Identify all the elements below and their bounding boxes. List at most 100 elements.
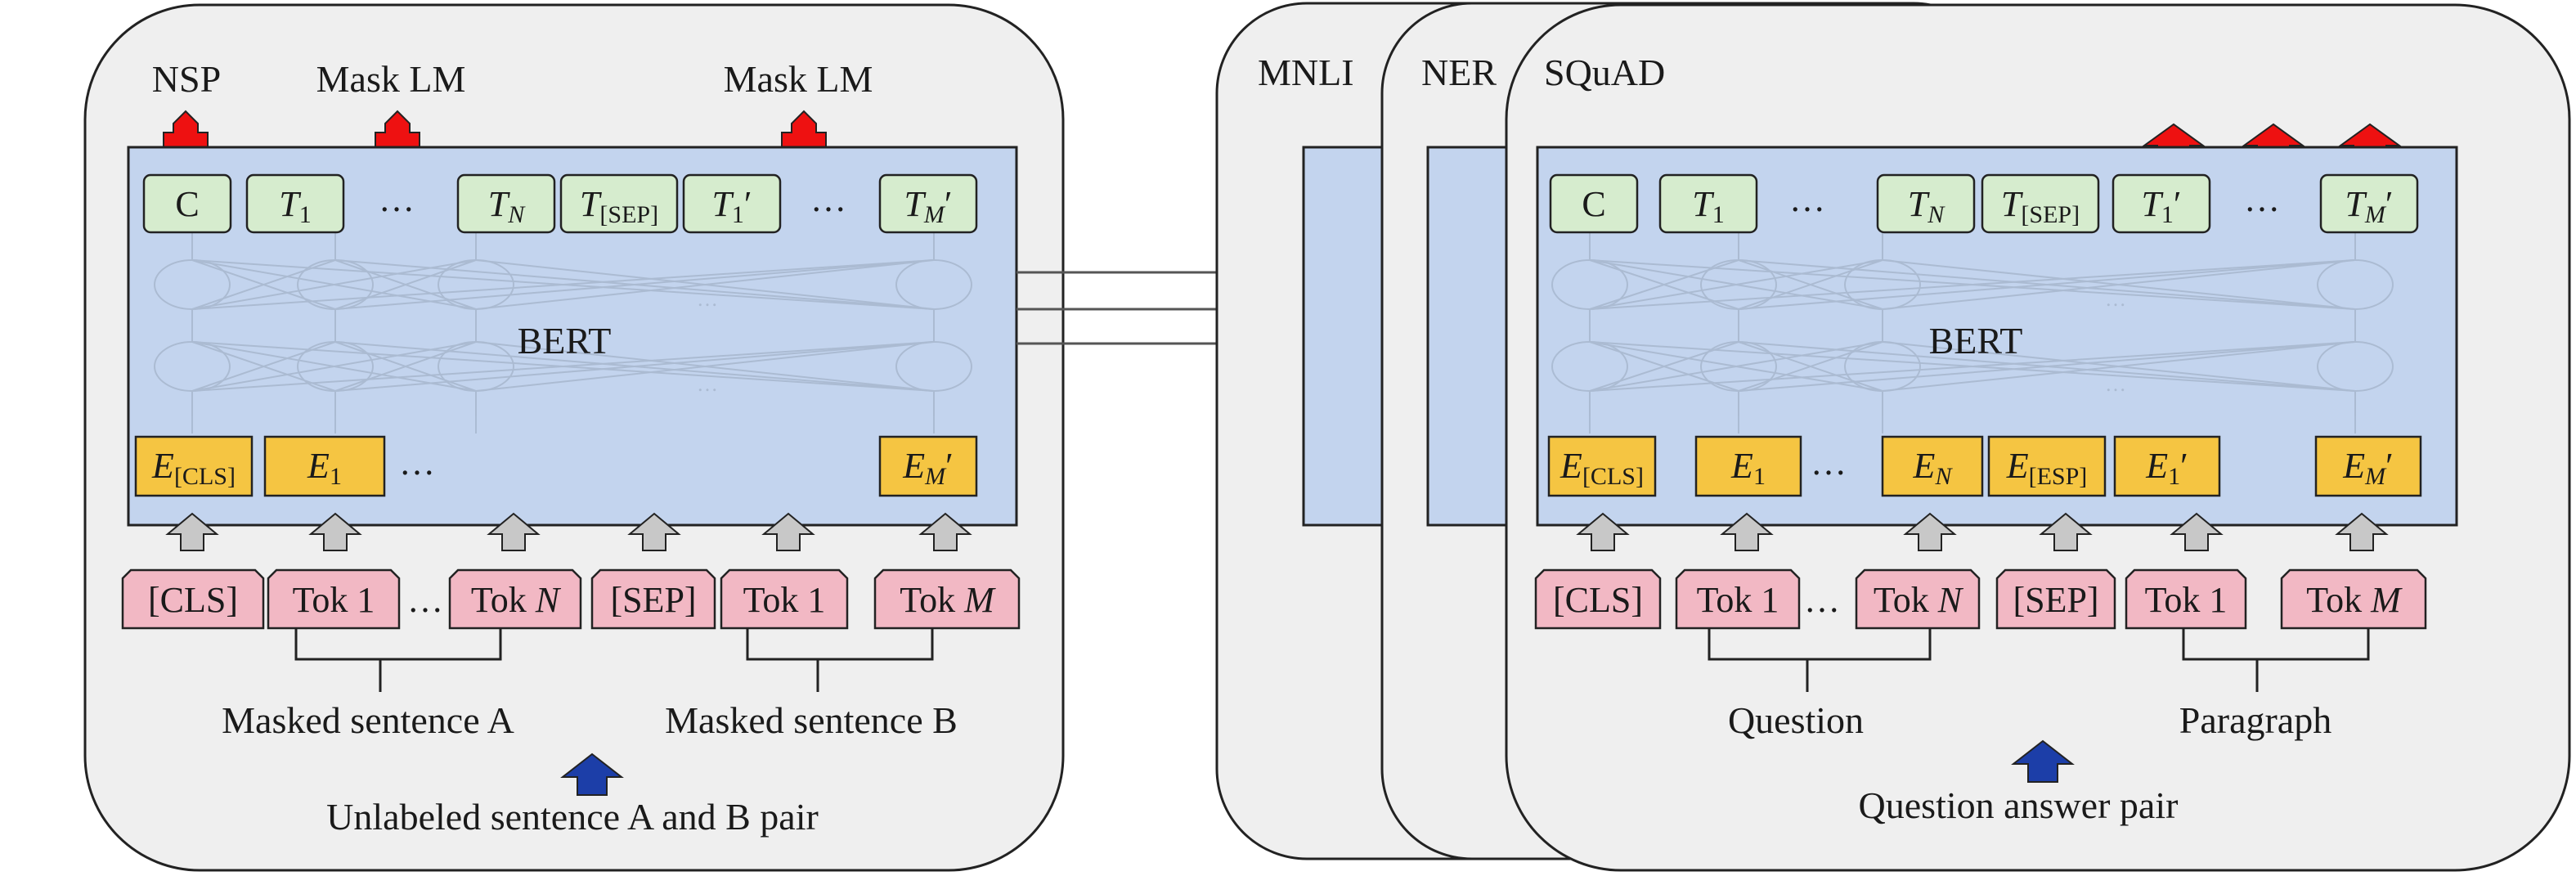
ft-embedding-em-prime-box — [2314, 435, 2422, 497]
token-tokm-box — [873, 568, 1021, 630]
embedding-e1-label: E1 — [307, 446, 342, 490]
finetuning-gray-arrows — [1576, 512, 2389, 551]
output-ellipsis-2: … — [810, 179, 846, 219]
token-tok1-b-box — [720, 568, 849, 630]
ft-output-tn-box — [1876, 173, 1976, 234]
output-t1-prime-label: T1′ — [711, 184, 752, 228]
ft-output-t1-label: T1 — [1692, 184, 1724, 228]
ft-embedding-esp-box — [1987, 435, 2107, 497]
ft-output-t1-prime-label: T1′ — [2141, 184, 2181, 228]
ft-embedding-em-prime-label: EM′ — [2342, 446, 2394, 490]
embedding-cls-label: E[CLS] — [151, 446, 236, 490]
gray-arrow — [165, 512, 219, 551]
ft-token-tokm-label: Tok M — [2306, 580, 2403, 620]
output-t1-box — [245, 173, 345, 234]
ft-embedding-en-box — [1881, 435, 1984, 497]
token-tokn-label: Tok N — [471, 580, 562, 620]
ft-token-tok1-a-box — [1675, 568, 1801, 630]
pretraining-panel: NSP Mask LM Mask LM … … BERT C T1 … TN T… — [83, 3, 1065, 872]
segment-b-label: Masked sentence B — [665, 699, 958, 741]
output-c-label: C — [175, 184, 199, 224]
gray-arrow — [2170, 512, 2224, 551]
ft-output-ellipsis: … — [1789, 179, 1825, 219]
token-ellipsis: … — [407, 580, 443, 620]
ft-embedding-ellipsis: … — [1811, 442, 1847, 483]
ft-token-tok1-a-label: Tok 1 — [1697, 580, 1779, 620]
nsp-label: NSP — [152, 58, 221, 100]
gray-arrow — [487, 512, 541, 551]
ft-token-tok1-b-label: Tok 1 — [2145, 580, 2228, 620]
ft-token-cls-label: [CLS] — [1553, 580, 1643, 620]
token-tok1-a-box — [267, 568, 401, 630]
embedding-e1-box — [263, 435, 386, 497]
svg-text:…: … — [697, 372, 718, 396]
ft-embedding-e1-prime-label: E1′ — [2145, 446, 2188, 490]
gray-arrow — [761, 512, 815, 551]
finetuning-input-caption: Question answer pair — [1859, 784, 2179, 826]
input-arrow-blue — [560, 752, 624, 796]
ft-output-tn-label: TN — [1908, 184, 1945, 228]
ft-output-tm-prime-box — [2319, 173, 2419, 234]
embedding-em-prime-box — [878, 435, 978, 497]
output-t1-label: T1 — [279, 184, 311, 228]
output-tsep-box — [559, 173, 679, 234]
question-label: Question — [1728, 699, 1864, 741]
ft-token-sep-box — [1995, 568, 2116, 630]
qa-input-arrow-blue — [2011, 739, 2075, 783]
ft-output-c-label: C — [1582, 184, 1605, 224]
finetuning-network: … … — [1551, 232, 2394, 434]
token-tok1-a-label: Tok 1 — [293, 580, 375, 620]
ft-output-tsep-box — [1981, 173, 2100, 234]
ft-embedding-en-label: EN — [1913, 446, 1954, 490]
embedding-em-prime-label: EM′ — [902, 446, 954, 490]
gray-arrow — [1720, 512, 1774, 551]
segment-b-bracket — [746, 628, 934, 692]
output-tsep-label: T[SEP] — [580, 184, 658, 228]
svg-text:…: … — [2105, 287, 2126, 311]
ft-output-ellipsis-2: … — [2244, 179, 2280, 219]
output-t1-prime-box — [682, 173, 782, 234]
mnli-label: MNLI — [1258, 52, 1354, 93]
pretraining-input-caption: Unlabeled sentence A and B pair — [326, 796, 819, 838]
gray-arrow — [627, 512, 681, 551]
token-cls-label: [CLS] — [148, 580, 238, 620]
ft-output-t1-box — [1658, 173, 1758, 234]
token-tokm-label: Tok M — [900, 580, 996, 620]
ft-embedding-e1-prime-box — [2113, 435, 2221, 497]
gray-arrow — [308, 512, 362, 551]
gray-arrow — [918, 512, 972, 551]
ft-output-tm-prime-label: TM′ — [2345, 184, 2393, 228]
embedding-cls-box — [134, 435, 254, 497]
ft-embedding-e1-label: E1 — [1730, 446, 1766, 490]
token-cls-box — [121, 568, 265, 630]
finetuning-bert-label: BERT — [1929, 320, 2023, 362]
ft-embedding-e1-box — [1694, 435, 1802, 497]
svg-text:…: … — [697, 287, 718, 311]
ft-embedding-cls-label: E[CLS] — [1560, 446, 1644, 490]
pretraining-gray-arrows — [165, 512, 972, 551]
output-tm-prime-label: TM′ — [904, 184, 952, 228]
gray-arrow — [2039, 512, 2093, 551]
ft-token-sep-label: [SEP] — [2013, 580, 2098, 620]
token-tok1-b-label: Tok 1 — [743, 580, 826, 620]
ft-output-t1-prime-box — [2112, 173, 2211, 234]
token-sep-box — [590, 568, 716, 630]
ft-output-c-box — [1549, 173, 1639, 234]
gray-arrow — [1903, 512, 1957, 551]
gray-arrow — [2335, 512, 2389, 551]
output-ellipsis: … — [379, 179, 415, 219]
squad-panel: SQuAD … … BERT C T1 … TN T[SEP] T1′ … — [1505, 3, 2571, 872]
svg-text:…: … — [2105, 372, 2126, 396]
embedding-ellipsis: … — [399, 442, 435, 483]
token-tokn-box — [448, 568, 582, 630]
mask-lm-label-1: Mask LM — [316, 58, 466, 100]
token-sep-label: [SEP] — [610, 580, 696, 620]
output-tm-prime-box — [878, 173, 978, 234]
mask-lm-label-2: Mask LM — [724, 58, 873, 100]
output-tn-label: TN — [488, 184, 526, 228]
gray-arrow — [1576, 512, 1630, 551]
pretraining-network: … … — [154, 232, 972, 434]
segment-a-bracket — [294, 628, 502, 692]
pretraining-bert-label: BERT — [518, 320, 612, 362]
